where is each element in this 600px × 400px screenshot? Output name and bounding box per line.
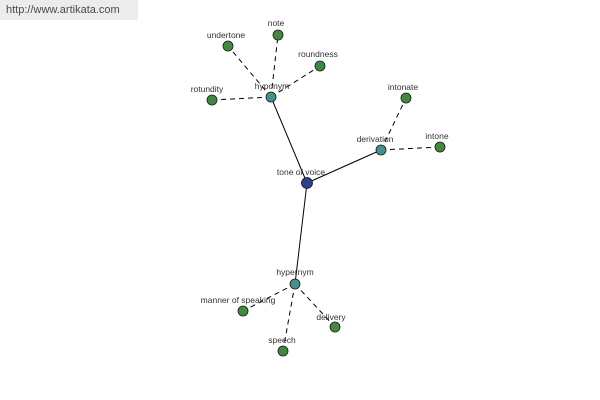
node-intone[interactable]: [434, 141, 446, 153]
edge-hypernym-delivery: [294, 283, 336, 328]
node-roundness[interactable]: [314, 60, 326, 72]
label-delivery[interactable]: delivery: [316, 312, 346, 322]
edge-center-hypernym: [294, 182, 308, 285]
edge-hyponym-note: [270, 34, 279, 98]
node-speech[interactable]: [277, 345, 289, 357]
edges: [211, 34, 441, 352]
label-intone[interactable]: intone: [425, 131, 448, 141]
node-rotundity[interactable]: [206, 94, 218, 106]
watermark-url[interactable]: http://www.artikata.com: [0, 0, 138, 20]
label-derivation[interactable]: derivation: [357, 134, 394, 144]
edge-hyponym-undertone: [227, 45, 272, 98]
nodes: [206, 29, 446, 357]
label-hyponym[interactable]: hyponym: [255, 81, 290, 91]
edge-hyponym-roundness: [270, 65, 321, 98]
edge-hypernym-speech: [282, 283, 296, 352]
node-note[interactable]: [272, 29, 284, 41]
edge-hypernym-manner-of-speaking: [242, 283, 296, 312]
label-undertone[interactable]: undertone: [207, 30, 246, 40]
label-hypernym[interactable]: hypernym: [276, 267, 313, 277]
node-hypernym[interactable]: [289, 278, 301, 290]
edge-center-hyponym: [270, 96, 308, 184]
node-hyponym[interactable]: [265, 91, 277, 103]
labels: tone of voice hyponym derivation hyperny…: [191, 18, 449, 345]
node-manner-of-speaking[interactable]: [237, 305, 249, 317]
label-rotundity[interactable]: rotundity: [191, 84, 224, 94]
edge-hyponym-rotundity: [211, 96, 272, 101]
node-tone-of-voice[interactable]: [301, 177, 313, 189]
label-tone-of-voice[interactable]: tone of voice: [277, 167, 325, 177]
label-note[interactable]: note: [268, 18, 285, 28]
label-intonate[interactable]: intonate: [388, 82, 419, 92]
label-roundness[interactable]: roundness: [298, 49, 338, 59]
node-undertone[interactable]: [222, 40, 234, 52]
edge-derivation-intonate: [380, 97, 407, 151]
node-derivation[interactable]: [375, 144, 387, 156]
edge-center-derivation: [306, 149, 382, 184]
node-delivery[interactable]: [329, 321, 341, 333]
node-intonate[interactable]: [400, 92, 412, 104]
label-manner-of-speaking[interactable]: manner of speaking: [201, 295, 276, 305]
edge-derivation-intone: [380, 146, 441, 151]
label-speech[interactable]: speech: [268, 335, 296, 345]
